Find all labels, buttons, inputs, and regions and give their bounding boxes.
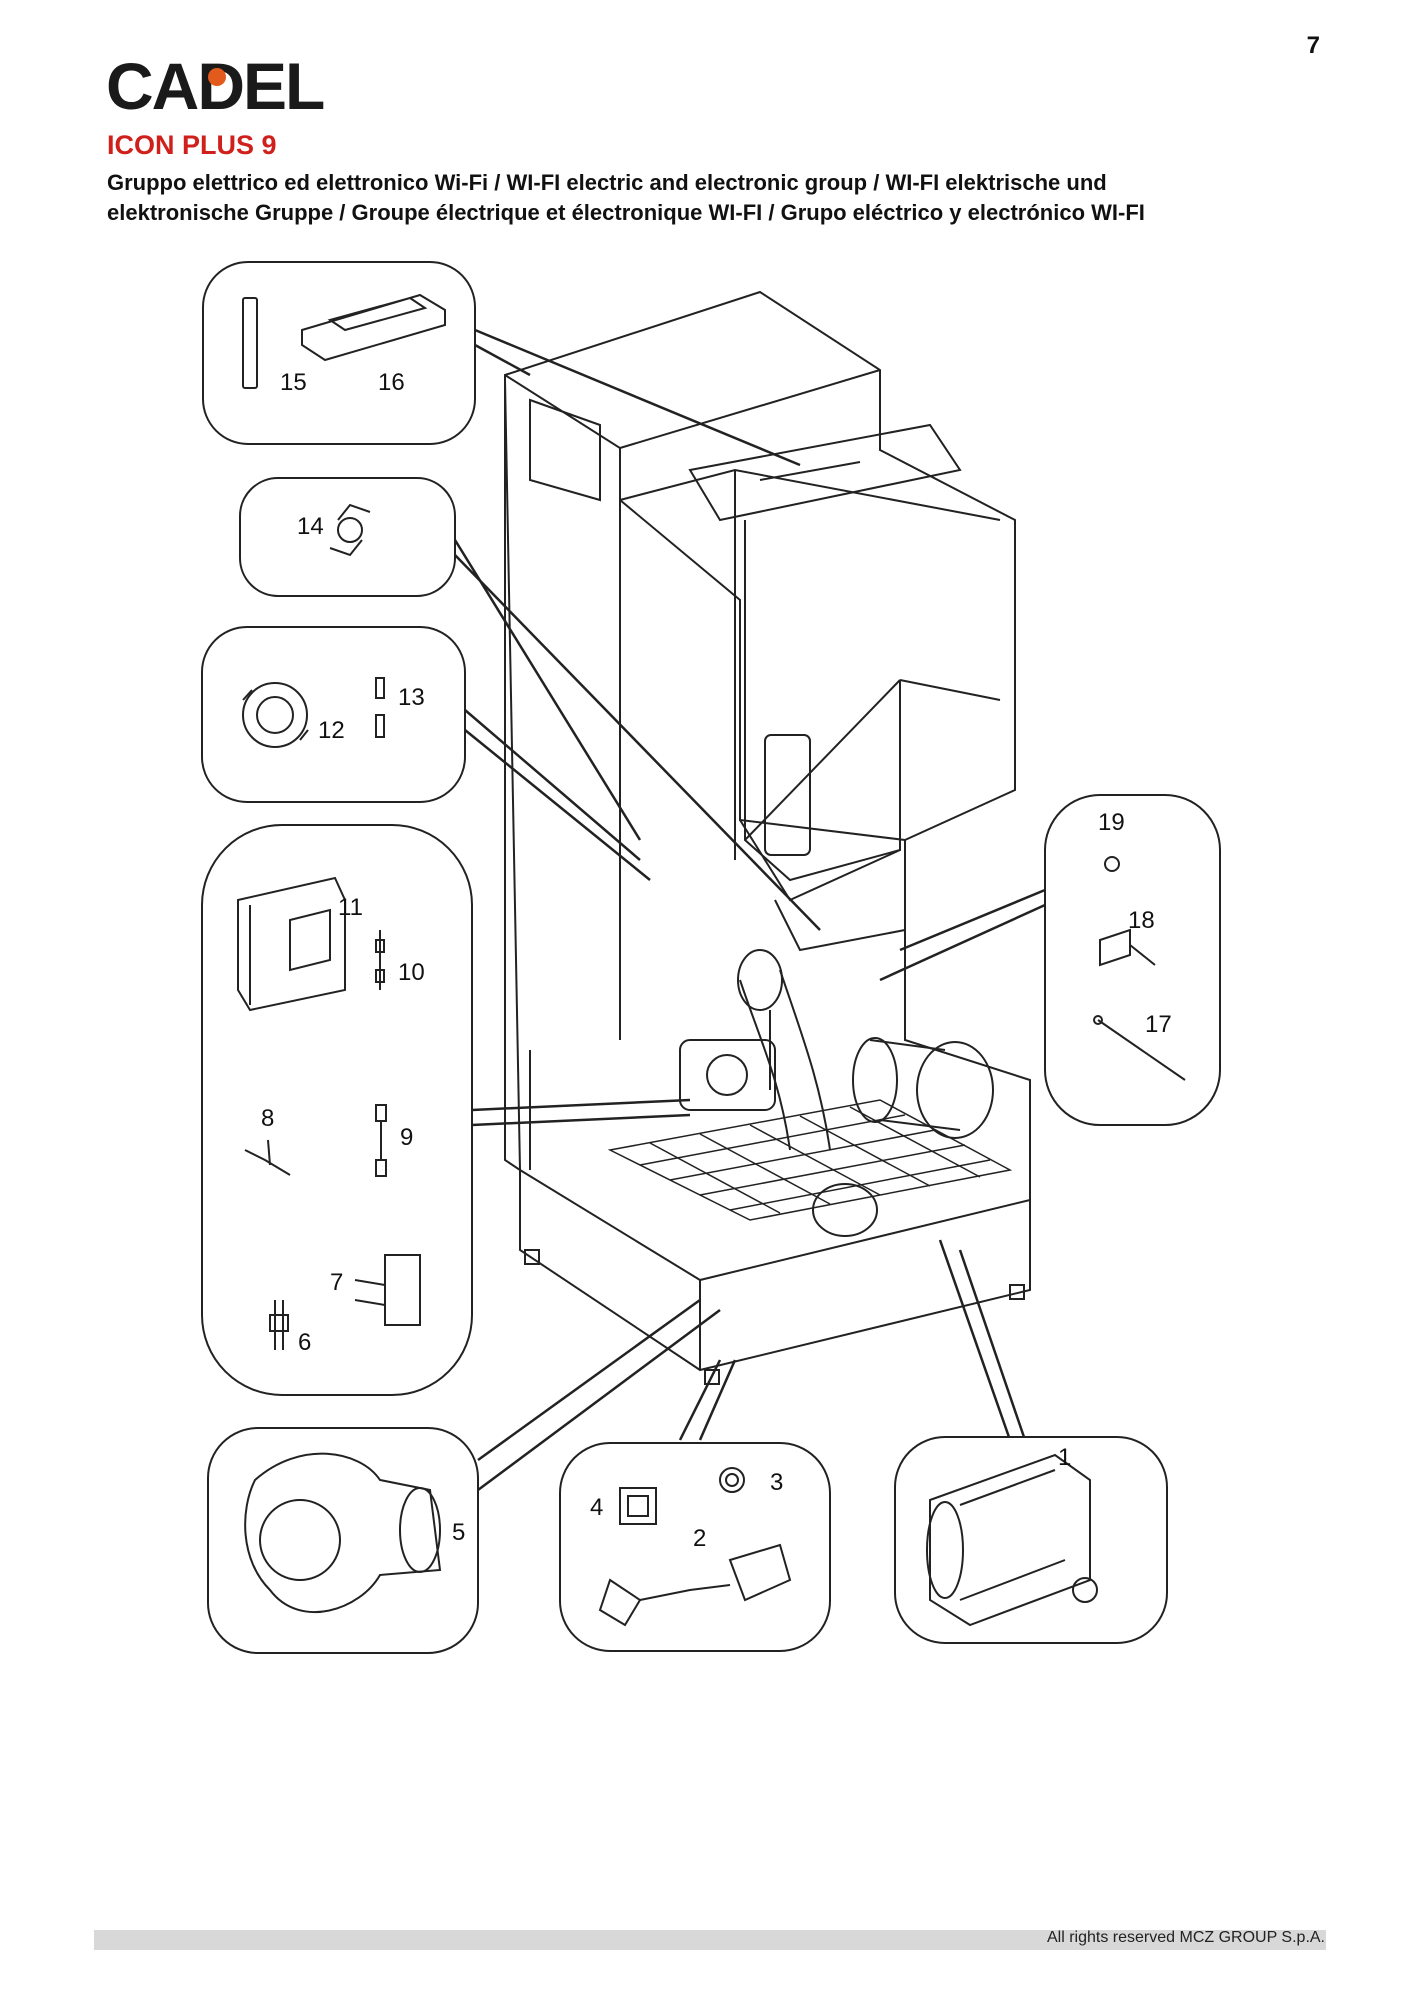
part-number-9: 9 — [400, 1124, 413, 1151]
callout-box-15-16 — [202, 261, 476, 445]
part-number-5: 5 — [452, 1519, 465, 1546]
part-number-8: 8 — [261, 1105, 274, 1132]
hopper — [744, 520, 1001, 882]
stove-body — [504, 290, 1031, 1372]
subtitle-line-2: elektronische Gruppe / Groupe électrique… — [107, 200, 1145, 225]
part-2-power-cable — [598, 1543, 792, 1627]
part-9-cable — [375, 1104, 387, 1177]
part-6-cable — [269, 1300, 289, 1350]
leader-lines — [453, 328, 1046, 1492]
part-number-16: 16 — [378, 369, 405, 396]
callout-box-12-13 — [201, 626, 466, 803]
footer-bar — [94, 1930, 1326, 1950]
part-number-6: 6 — [298, 1329, 311, 1356]
page-number: 7 — [1306, 32, 1320, 59]
product-title: ICON PLUS 9 — [107, 130, 277, 160]
part-16-display-panel — [301, 293, 446, 362]
part-1-tangential-fan — [926, 1453, 1098, 1627]
part-15-bracket — [242, 297, 258, 389]
cadel-logo: CADEL — [106, 49, 325, 123]
part-number-11: 11 — [338, 894, 363, 921]
part-5-smoke-fan — [244, 1452, 442, 1614]
part-number-10: 10 — [398, 959, 425, 986]
callout-box-1 — [894, 1436, 1168, 1644]
part-11-electronic-board — [237, 876, 346, 1012]
flexible-tube — [737, 949, 878, 1237]
part-18-bracket — [1099, 928, 1156, 967]
feed-motor-assembly — [764, 734, 906, 952]
part-17-probe — [1093, 1015, 1186, 1081]
part-number-3: 3 — [770, 1469, 783, 1496]
part-number-4: 4 — [590, 1494, 603, 1521]
part-7-cable-harness — [354, 1254, 421, 1326]
part-number-15: 15 — [280, 369, 307, 396]
part-number-2: 2 — [693, 1525, 706, 1552]
part-13-connectors — [375, 677, 385, 738]
part-14-wing-nut — [329, 503, 371, 557]
callout-box-17-19 — [1044, 794, 1221, 1126]
part-number-12: 12 — [318, 717, 345, 744]
subtitle-line-1: Gruppo elettrico ed elettronico Wi-Fi / … — [107, 170, 1107, 195]
callout-box-5 — [207, 1427, 479, 1654]
footer-copyright: All rights reserved MCZ GROUP S.p.A. — [1047, 1929, 1325, 1946]
part-19-nut — [1104, 856, 1120, 872]
part-number-1: 1 — [1058, 1444, 1071, 1471]
combustion-fan — [679, 1039, 776, 1111]
base-grid — [607, 1099, 1013, 1221]
part-number-18: 18 — [1128, 907, 1155, 934]
part-number-13: 13 — [398, 684, 425, 711]
part-4-socket — [619, 1487, 657, 1525]
part-12-pressure-switch — [242, 682, 309, 748]
logo-dot — [208, 68, 226, 86]
part-10-cable — [375, 930, 385, 990]
part-8-cable — [244, 1139, 291, 1176]
callout-box-6-11 — [201, 824, 473, 1396]
part-number-7: 7 — [330, 1269, 343, 1296]
cylinder-duct — [852, 1037, 994, 1139]
part-number-19: 19 — [1098, 809, 1125, 836]
callout-box-14 — [239, 477, 456, 597]
part-number-17: 17 — [1145, 1011, 1172, 1038]
feet — [524, 1249, 1025, 1385]
subtitle: Gruppo elettrico ed elettronico Wi-Fi / … — [107, 168, 1307, 228]
part-3-fuse-holder — [719, 1467, 745, 1493]
part-number-14: 14 — [297, 513, 324, 540]
